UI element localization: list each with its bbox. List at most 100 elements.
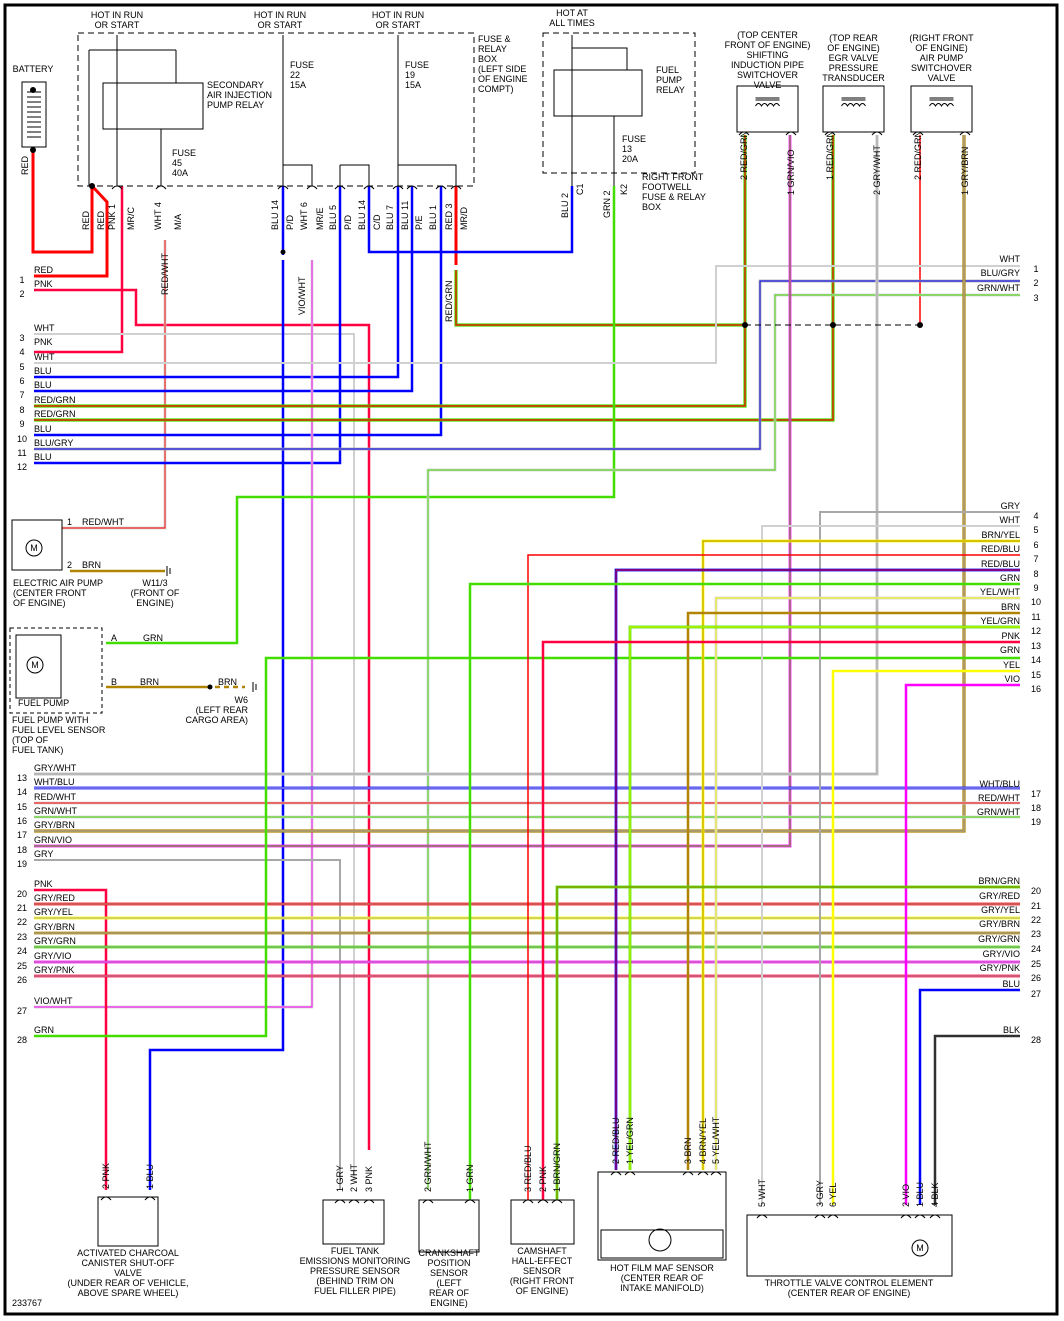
- wire-gry: [819, 511, 1020, 1205]
- power-label: OR START: [95, 20, 140, 30]
- solenoid-coil-icon: [929, 103, 954, 107]
- ground-icon: [166, 566, 171, 576]
- wire-blu-gry: [34, 279, 1020, 451]
- valve-box-1: [736, 85, 799, 133]
- left-wire-label-6: BLU: [34, 366, 52, 376]
- fuel-pump-relay-label: FUEL: [656, 65, 679, 75]
- left-connector-pin-23: 23: [17, 932, 27, 942]
- motor-icon: [25, 539, 43, 557]
- cam-pin-label: 1 BRN/GRN: [552, 1143, 562, 1192]
- secondary-relay-label: SECONDARY: [207, 80, 264, 90]
- fusebox-terminal-label: C/D: [372, 214, 382, 230]
- left-connector-pin-16: 16: [17, 816, 27, 826]
- fuse-box-label: RELAY: [478, 44, 507, 54]
- right-wire-label-14: GRN: [1000, 645, 1020, 655]
- valve-label-1: (TOP CENTER: [737, 30, 798, 40]
- left-connector-pin-6: 6: [19, 376, 24, 386]
- right-connector-pin-22: 22: [1031, 915, 1041, 925]
- fuse-45-label: 40A: [172, 168, 188, 178]
- left-connector-pin-20: 20: [17, 889, 27, 899]
- valve-label-2: OF ENGINE): [827, 43, 880, 53]
- maf-box: [597, 1171, 727, 1261]
- valve-label-3: AIR PUMP: [920, 53, 964, 63]
- ground-label-w11: (FRONT OF: [131, 588, 180, 598]
- connector-pin: [306, 185, 318, 190]
- wire-red-grn: [455, 270, 745, 326]
- right-wire-label-15: YEL: [1003, 660, 1020, 670]
- left-wire-label-25: GRY/VIO: [34, 951, 71, 961]
- wires-layer: [31, 135, 1020, 1205]
- wire-pnk: [541, 640, 1020, 1200]
- left-wire-label-15: RED/WHT: [34, 792, 76, 802]
- right-wire-label-10: YEL/WHT: [980, 587, 1021, 597]
- wire-red-blu: [615, 569, 1020, 1170]
- wire-gry-brn: [34, 135, 966, 833]
- wire-red-wht: [62, 240, 167, 530]
- fusebox-terminal-label: RED: [81, 210, 91, 230]
- fuel-pump-relay-label: RELAY: [656, 85, 685, 95]
- crank-label: REAR OF: [429, 1288, 470, 1298]
- cam-pin-label: 2 PNK: [538, 1166, 548, 1192]
- solenoid-coil-icon: [755, 103, 780, 107]
- wire-vio: [904, 683, 1020, 1205]
- battery-label: BATTERY: [13, 64, 54, 74]
- crank-pin-label: 2 GRN/WHT: [423, 1141, 433, 1192]
- left-connector-pin-12: 12: [17, 462, 27, 472]
- right-connector-pin-10: 10: [1031, 597, 1041, 607]
- wire-red-grn: [34, 135, 747, 408]
- wire-red: [527, 554, 1020, 1200]
- left-connector-pin-9: 9: [19, 419, 24, 429]
- right-connector-pin-7: 7: [1033, 554, 1038, 564]
- valve-label-1: FRONT OF ENGINE): [725, 40, 811, 50]
- wire-gry-wht: [34, 135, 878, 775]
- ground-label-w6: CARGO AREA): [185, 715, 248, 725]
- left-wire-label-2: PNK: [34, 279, 53, 289]
- connector-pin: [100, 1196, 112, 1201]
- right-wire-label-25: GRY/VIO: [983, 949, 1020, 959]
- throttle-pin-label: 2 VIO: [901, 1184, 911, 1207]
- fuse-19-label: 19: [405, 70, 415, 80]
- power-label: HOT IN RUN: [372, 10, 424, 20]
- crank-label: ENGINE): [430, 1298, 468, 1308]
- solenoid-coil-icon: [841, 103, 866, 107]
- footwell-box-label: RIGHT FRONT: [642, 172, 704, 182]
- throttle-pin-label: 5 WHT: [757, 1179, 767, 1208]
- fusebox-terminal-label: PNK 1: [107, 204, 117, 230]
- fuel-pump-inner-label: FUEL PUMP: [18, 698, 69, 708]
- fuel-pump: [15, 634, 62, 699]
- fusebox-terminal-label: P/D: [285, 214, 295, 230]
- right-connector-pin-1: 1: [1033, 264, 1038, 274]
- splice-dot: [280, 249, 286, 255]
- ground-label-w6: (LEFT REAR: [196, 705, 249, 715]
- fusebox-terminal-label: BLU 7: [385, 205, 395, 230]
- maf-label: HOT FILM MAF SENSOR: [610, 1263, 714, 1273]
- connector-pin: [464, 1199, 476, 1204]
- wire-brn-grn: [556, 886, 1020, 1200]
- motor-icon-label: M: [916, 1243, 924, 1253]
- right-connector-pin-19: 19: [1031, 817, 1041, 827]
- connector-pin: [610, 1171, 622, 1176]
- crank-label: SENSOR: [430, 1268, 469, 1278]
- splice-dot: [207, 684, 213, 690]
- right-wire-label-22: GRY/YEL: [981, 905, 1020, 915]
- right-wire-label-19: GRN/WHT: [977, 807, 1020, 817]
- fusebox-terminal-label: MR/C: [126, 207, 136, 230]
- wire-red: [34, 184, 109, 278]
- wire-yel: [831, 669, 1020, 1205]
- right-connector-pin-11: 11: [1031, 612, 1040, 622]
- canister-label: (UNDER REAR OF VEHICLE,: [67, 1278, 188, 1288]
- wire-pnk: [34, 288, 371, 1150]
- right-connector-pin-5: 5: [1033, 525, 1038, 535]
- connector-pin: [155, 185, 167, 190]
- crank-label: POSITION: [427, 1258, 470, 1268]
- ground-wire-label: BRN: [218, 677, 237, 687]
- valve-pin-label: 1 RED/GRN: [825, 131, 835, 180]
- left-wire-label-9: RED/GRN: [34, 409, 76, 419]
- right-wire-label-5: WHT: [1000, 515, 1021, 525]
- canister-pin-label: 2 PNK: [101, 1163, 111, 1189]
- inline-wire-label: VIO/WHT: [297, 276, 307, 315]
- valve-pin-label: 2 RED/GRN: [739, 131, 749, 180]
- connector-pin: [111, 185, 123, 190]
- valve-pin-label: 2 RED/GRN: [913, 131, 923, 180]
- fuel-pump-relay-label: PUMP: [656, 75, 682, 85]
